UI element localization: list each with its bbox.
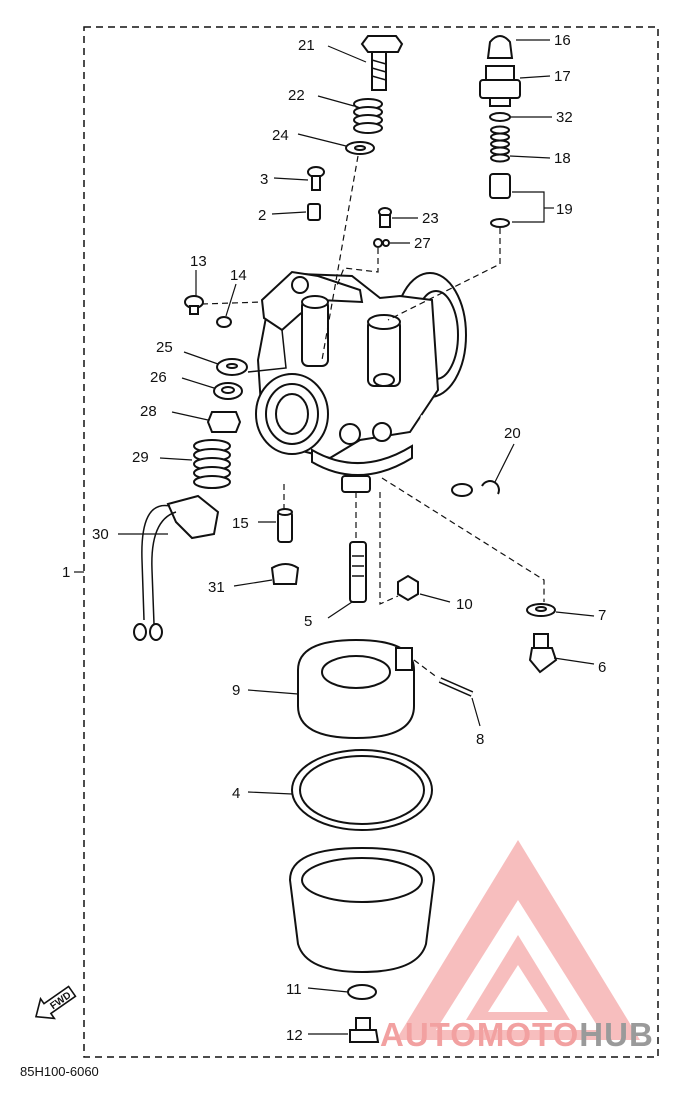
label-30: 30 — [92, 526, 109, 543]
drain-screw-12 — [349, 1017, 380, 1043]
spring-29 — [193, 439, 231, 489]
washer-14 — [216, 316, 232, 328]
label-1: 1 — [62, 564, 70, 581]
float-pin-8 — [438, 677, 474, 697]
assembly-line-19 — [387, 228, 501, 321]
label-14: 14 — [230, 267, 247, 284]
throttle-stop-screw — [360, 35, 404, 91]
starter-plunger-30 — [133, 494, 220, 641]
assembly-line-27 — [335, 248, 379, 289]
assembly-line-8 — [413, 659, 439, 679]
screw-23 — [378, 207, 392, 228]
washer-24 — [345, 141, 375, 155]
label-27: 27 — [414, 235, 431, 252]
label-16: 16 — [554, 32, 571, 49]
label-25: 25 — [156, 339, 173, 356]
set-screw-2 — [307, 203, 321, 221]
label-3: 3 — [260, 171, 268, 188]
leader-lines — [74, 39, 595, 1035]
watermark-prefix: AUTOMOTO — [380, 1016, 579, 1053]
main-jet-10 — [397, 574, 419, 602]
assembly-line-7 — [381, 477, 545, 602]
label-11: 11 — [286, 981, 302, 998]
fwd-arrow-icon: FWD — [34, 985, 77, 1020]
mixing-chamber-top-17 — [479, 65, 521, 107]
watermark-text: AUTOMOTOHUB — [380, 1016, 654, 1053]
clip-20 — [481, 480, 500, 495]
label-31: 31 — [208, 579, 225, 596]
part-number-labels: 1 2 3 4 5 6 7 8 9 10 11 12 13 14 15 16 1… — [62, 32, 606, 1044]
spring-18 — [490, 125, 510, 163]
needle-jet-5 — [349, 541, 367, 603]
carburetor-body — [247, 270, 473, 497]
washer-25 — [216, 358, 248, 376]
label-20: 20 — [504, 425, 521, 442]
assembly-line-24 — [321, 155, 359, 361]
label-10: 10 — [456, 596, 473, 613]
plug-31 — [270, 563, 300, 585]
o-ring-32 — [489, 112, 511, 122]
diagram-code: 85H100-6060 — [20, 1064, 99, 1079]
label-15: 15 — [232, 515, 249, 532]
label-8: 8 — [476, 731, 484, 748]
label-21: 21 — [298, 37, 315, 54]
plug-15 — [277, 508, 293, 543]
label-29: 29 — [132, 449, 149, 466]
label-17: 17 — [554, 68, 571, 85]
spring-22 — [353, 98, 383, 134]
assembly-line-10 — [379, 492, 399, 605]
label-13: 13 — [190, 253, 207, 270]
gasket-11 — [347, 984, 377, 1000]
label-19: 19 — [556, 201, 573, 218]
pilot-screw-set-19 — [489, 173, 511, 228]
assembly-line-13 — [201, 301, 263, 305]
watermark-suffix: HUB — [579, 1016, 654, 1053]
nut-28 — [206, 411, 242, 433]
label-4: 4 — [232, 785, 240, 802]
label-12: 12 — [286, 1027, 303, 1044]
label-5: 5 — [304, 613, 312, 630]
label-24: 24 — [272, 127, 289, 144]
watermark-logo — [396, 840, 640, 1040]
clip-27 — [373, 238, 390, 248]
gasket-4 — [291, 749, 433, 831]
screw-13 — [184, 295, 204, 315]
washer-26 — [213, 382, 243, 400]
label-26: 26 — [150, 369, 167, 386]
assembly-border — [83, 26, 659, 1058]
needle-valve-6 — [528, 633, 558, 674]
float-bowl — [288, 846, 436, 974]
label-2: 2 — [258, 207, 266, 224]
label-9: 9 — [232, 682, 240, 699]
screw-3 — [307, 166, 325, 191]
label-28: 28 — [140, 403, 157, 420]
label-23: 23 — [422, 210, 439, 227]
float-9 — [297, 638, 415, 740]
label-6: 6 — [598, 659, 606, 676]
label-32: 32 — [556, 109, 573, 126]
cap-16 — [486, 35, 514, 59]
label-7: 7 — [598, 607, 606, 624]
washer-7 — [526, 603, 556, 617]
label-22: 22 — [288, 87, 305, 104]
label-18: 18 — [554, 150, 571, 167]
